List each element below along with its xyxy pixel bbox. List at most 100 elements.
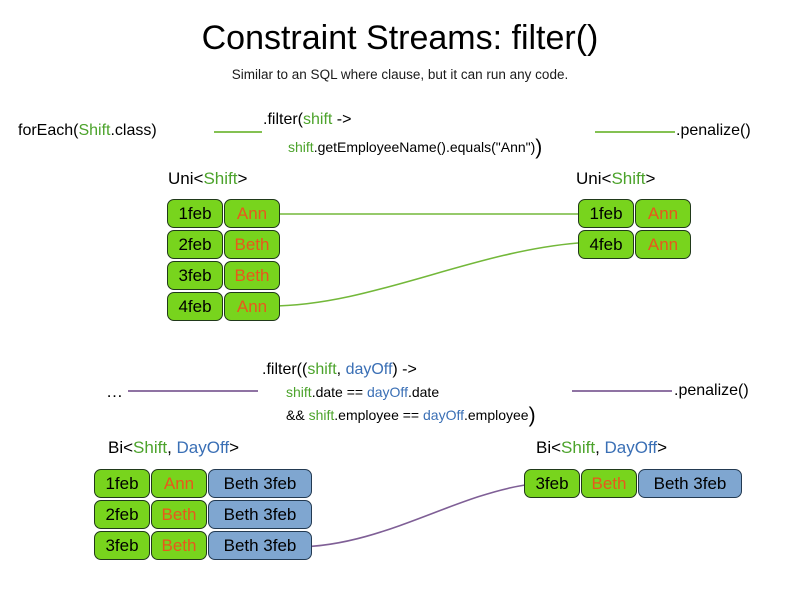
bi-filter-expression-line2: shift.date == dayOff.date [286, 383, 439, 402]
cell-name-text: Ann [236, 204, 268, 223]
bi-filter-l3-and: && [286, 407, 309, 423]
cell-name: Ann [224, 292, 280, 321]
bi-filter-l3-end: .employee [464, 407, 529, 423]
table-row[interactable]: 3feb Beth Beth 3feb [94, 531, 312, 560]
uni-filter-var: shift [288, 139, 314, 155]
uni-output-type-prefix: Uni< [576, 169, 612, 188]
table-row[interactable]: 1feb Ann Beth 3feb [94, 469, 312, 498]
bi-input-type-suffix: > [229, 438, 240, 457]
uni-filter-head: .filter( [263, 111, 303, 128]
table-row[interactable]: 3feb Beth Beth 3feb [524, 469, 742, 498]
bi-filter-l2-mid: .date == [311, 384, 367, 400]
cell-name-text: Ann [236, 297, 268, 316]
bi-filter-head: .filter(( [262, 361, 308, 378]
uni-input-type-label: Uni<Shift> [168, 168, 247, 189]
cell-dayoff-text: Beth 3feb [223, 505, 297, 524]
cell-name: Beth [224, 230, 280, 259]
bi-filter-l2-var2: dayOff [366, 384, 408, 400]
bi-output-type-suffix: > [657, 438, 668, 457]
cell-date: 2feb [94, 500, 150, 529]
bi-filter-expression-line3: && shift.employee == dayOff.employee) [286, 404, 536, 427]
cell-dayoff-text: Beth 3feb [223, 536, 297, 555]
cell-date: 4feb [167, 292, 223, 321]
uni-output-type-label: Uni<Shift> [576, 168, 655, 189]
bi-input-type-comma: , [167, 438, 177, 457]
cell-name: Beth [224, 261, 280, 290]
cell-dayoff-text: Beth 3feb [223, 474, 297, 493]
cell-date: 3feb [94, 531, 150, 560]
uni-filter-expression-line2: shift.getEmployeeName().equals("Ann")) [288, 136, 543, 159]
bi-filter-expression-line1: .filter((shift, dayOff) -> [262, 360, 417, 380]
cell-date-text: 3feb [105, 536, 139, 555]
bi-filter-close-paren: ) [528, 404, 536, 427]
cell-name-text: Beth [161, 505, 197, 524]
uni-input-tuple-table: 1feb Ann 2feb Beth 3feb Beth 4feb Ann [167, 199, 280, 321]
uni-filter-expression-line1: .filter(shift -> [263, 110, 351, 130]
bi-output-type-label: Bi<Shift, DayOff> [536, 437, 667, 458]
cell-date: 1feb [94, 469, 150, 498]
cell-date-text: 2feb [105, 505, 139, 524]
cell-name: Ann [635, 230, 691, 259]
cell-date: 2feb [167, 230, 223, 259]
uni-filter-arrow: -> [332, 111, 352, 128]
uni-filter-param: shift [303, 111, 333, 128]
uni-penalize-expression: .penalize() [676, 122, 751, 139]
cell-date-text: 1feb [178, 204, 212, 223]
foreach-expression: forEach(Shift.class) [18, 121, 157, 141]
table-row[interactable]: 2feb Beth Beth 3feb [94, 500, 312, 529]
cell-name-text: Beth [161, 536, 197, 555]
table-row[interactable]: 2feb Beth [167, 230, 280, 259]
cell-name: Beth [151, 500, 207, 529]
table-row[interactable]: 4feb Ann [167, 292, 280, 321]
uni-filter-body: .getEmployeeName().equals("Ann") [313, 139, 536, 155]
bi-output-type-prefix: Bi< [536, 438, 562, 457]
page-title: Constraint Streams: filter() [201, 19, 599, 57]
cell-date-text: 4feb [589, 235, 623, 254]
cell-dayoff: Beth 3feb [208, 500, 312, 529]
bi-penalize-expression: .penalize() [674, 382, 749, 399]
cell-name: Ann [224, 199, 280, 228]
bi-output-type-name1: Shift [561, 438, 596, 457]
table-row[interactable]: 4feb Ann [578, 230, 691, 259]
cell-name-text: Ann [647, 204, 679, 223]
cell-date: 3feb [167, 261, 223, 290]
bi-input-type-name2: DayOff [176, 438, 230, 457]
cell-name-text: Ann [647, 235, 679, 254]
bi-input-type-label: Bi<Shift, DayOff> [108, 437, 239, 458]
bi-input-type-prefix: Bi< [108, 438, 134, 457]
cell-name-text: Beth [234, 266, 270, 285]
cell-dayoff-text: Beth 3feb [653, 474, 727, 493]
cell-name: Beth [151, 531, 207, 560]
cell-date: 4feb [578, 230, 634, 259]
cell-name-text: Beth [591, 474, 627, 493]
foreach-suffix: .class) [110, 122, 157, 139]
bi-filter-l3-var2: dayOff [423, 407, 464, 423]
foreach-type: Shift [78, 122, 111, 139]
bi-filter-l3-mid: .employee == [334, 407, 423, 423]
foreach-prefix: forEach( [18, 122, 79, 139]
cell-date-text: 3feb [178, 266, 212, 285]
bi-input-type-name1: Shift [133, 438, 168, 457]
bi-source-ellipsis: … [106, 382, 123, 401]
cell-name-text: Ann [163, 474, 195, 493]
cell-date-text: 3feb [535, 474, 569, 493]
uni-filter-close-paren: ) [535, 136, 543, 159]
cell-date-text: 2feb [178, 235, 212, 254]
cell-name-text: Beth [234, 235, 270, 254]
cell-date: 1feb [578, 199, 634, 228]
table-row[interactable]: 1feb Ann [167, 199, 280, 228]
bi-output-tuple-table: 3feb Beth Beth 3feb [524, 469, 742, 498]
cell-date-text: 1feb [589, 204, 623, 223]
table-row[interactable]: 3feb Beth [167, 261, 280, 290]
cell-dayoff: Beth 3feb [638, 469, 742, 498]
bi-output-type-name2: DayOff [604, 438, 658, 457]
uni-output-type-name: Shift [611, 169, 646, 188]
table-row[interactable]: 1feb Ann [578, 199, 691, 228]
bi-output-type-comma: , [595, 438, 605, 457]
bi-filter-comma: , [336, 361, 346, 378]
cell-dayoff: Beth 3feb [208, 469, 312, 498]
uni-output-tuple-table: 1feb Ann 4feb Ann [578, 199, 691, 259]
cell-dayoff: Beth 3feb [208, 531, 312, 560]
bi-filter-arrow: ) -> [392, 361, 417, 378]
cell-date-text: 1feb [105, 474, 139, 493]
